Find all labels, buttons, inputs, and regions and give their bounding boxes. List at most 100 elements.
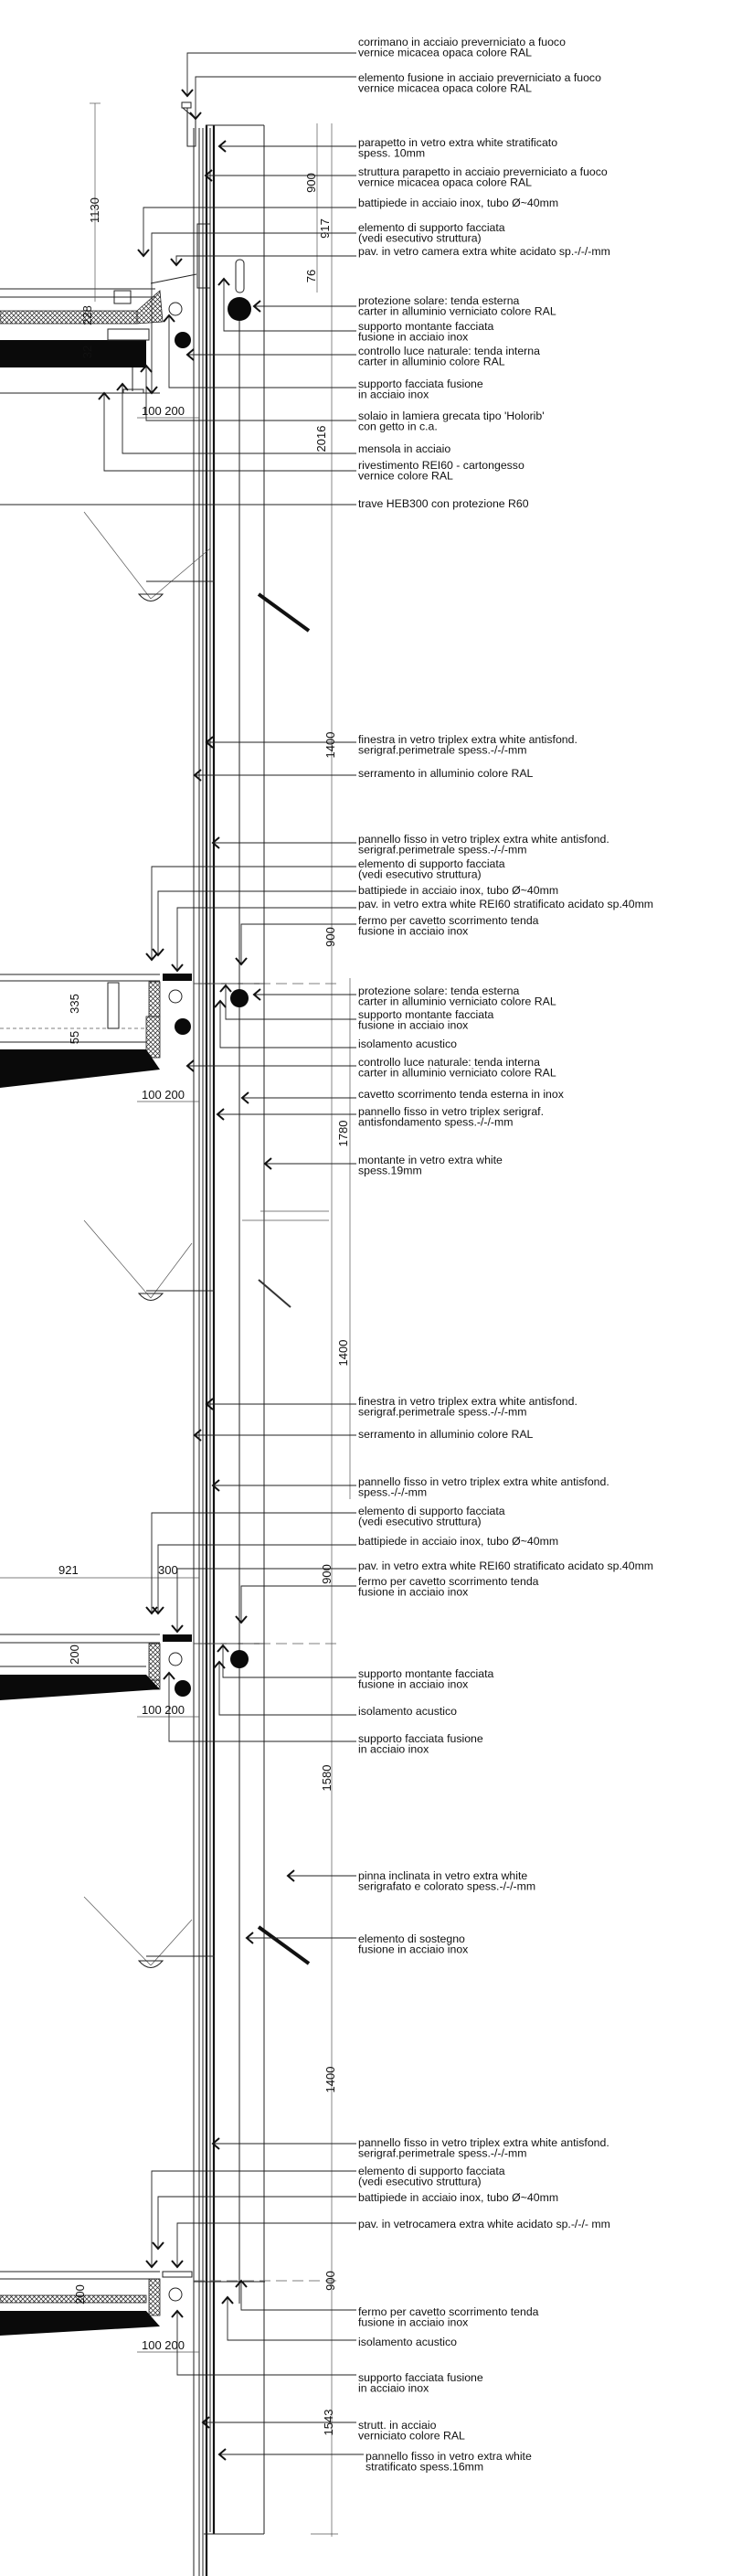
arrow-icon: [204, 169, 213, 182]
callout-label: elemento di supporto facciata(vedi esecu…: [358, 857, 505, 881]
arrow-icon: [171, 2309, 184, 2318]
callout-label: battipiede in acciaio inox, tubo Ø~40mm: [358, 2191, 558, 2204]
callout-label-line: finestra in vetro triplex extra white an…: [358, 1395, 577, 1408]
dimension-value: 900: [323, 927, 337, 947]
callout-label-line: in acciaio inox: [358, 2382, 429, 2395]
leader-line: [151, 1512, 356, 1613]
inclined-glass-fins: [242, 592, 329, 1965]
arrow-icon: [145, 386, 158, 395]
leader-line: [157, 2196, 356, 2249]
callout-label-line: controllo luce naturale: tenda interna: [358, 1056, 540, 1069]
arrow-icon: [137, 249, 150, 258]
arrow-icon: [193, 769, 202, 782]
callout-label: pav. in vetro extra white REI60 stratifi…: [358, 1559, 653, 1572]
leader-line: [240, 923, 356, 964]
callout-label: cavetto scorrimento tenda esterna in ino…: [358, 1088, 565, 1101]
callout-label-line: fusione in acciaio inox: [358, 331, 469, 344]
dimension-value: 55: [68, 1031, 81, 1044]
callout-label: fermo per cavetto scorrimento tendafusio…: [358, 1575, 539, 1599]
callout-label: serramento in alluminio colore RAL: [358, 767, 534, 780]
dimension-value: 335: [68, 994, 81, 1014]
arrow-icon: [98, 391, 111, 400]
callout-label: fermo per cavetto scorrimento tendafusio…: [358, 2305, 539, 2329]
arrow-icon: [211, 1479, 220, 1492]
callout-label: pav. in vetrocamera extra white acidato …: [358, 2218, 610, 2230]
callout-label-line: strutt. in acciaio: [358, 2419, 437, 2432]
dimension-value: 200: [68, 1645, 81, 1665]
callout-label: pannello fisso in vetro triplex serigraf…: [358, 1105, 544, 1129]
callout-label: mensola in acciaio: [358, 442, 450, 455]
callout-label: fermo per cavetto scorrimento tendafusio…: [358, 914, 539, 938]
arrow-icon: [252, 988, 261, 1001]
callout-label: battipiede in acciaio inox, tubo Ø~40mm: [358, 1535, 558, 1548]
dimension-value: 921: [58, 1563, 79, 1577]
arrow-icon: [152, 2241, 164, 2251]
callout-label-line: battipiede in acciaio inox, tubo Ø~40mm: [358, 884, 558, 897]
leader-line: [176, 2311, 356, 2376]
callout-label: controllo luce naturale: tenda internaca…: [358, 345, 540, 368]
arrow-icon: [185, 348, 195, 361]
leader-line: [157, 890, 356, 955]
callout-label-line: spess.-/-/-mm: [358, 1486, 427, 1499]
dimension-value: 1130: [88, 197, 101, 223]
callout-label-line: serigraf.perimetrale spess.-/-/-mm: [358, 744, 527, 757]
arrow-icon: [145, 953, 158, 962]
arrow-icon: [171, 963, 184, 973]
leader-line: [176, 2222, 356, 2267]
callout-label-line: battipiede in acciaio inox, tubo Ø~40mm: [358, 197, 558, 209]
callout-label-line: supporto facciata fusione: [358, 2371, 483, 2384]
dimension-value: 100 200: [142, 2338, 185, 2352]
leader-line: [145, 366, 356, 421]
callout-label-line: elemento di supporto facciata: [358, 2165, 505, 2177]
callout-label-line: mensola in acciaio: [358, 442, 450, 455]
arrow-icon: [216, 1108, 225, 1121]
arrow-icon: [140, 364, 153, 373]
callout-label: isolamento acustico: [358, 1705, 457, 1718]
callout-label-line: stratificato spess.16mm: [366, 2461, 483, 2474]
arrow-icon: [240, 1091, 249, 1104]
callout-label-line: protezione solare: tenda esterna: [358, 294, 520, 307]
callout-label-line: antisfondamento spess.-/-/-mm: [358, 1116, 514, 1129]
callout-label-line: (vedi esecutivo struttura): [358, 2176, 482, 2188]
callout-label-line: isolamento acustico: [358, 1705, 457, 1718]
callout-label-line: fermo per cavetto scorrimento tenda: [358, 1575, 539, 1588]
callout-label: isolamento acustico: [358, 2336, 457, 2348]
leader-line: [168, 315, 356, 389]
arrow-icon: [211, 2137, 220, 2150]
arrow-icon: [189, 112, 202, 121]
callout-label-line: carter in alluminio verniciato colore RA…: [358, 305, 556, 318]
arrow-icon: [211, 836, 220, 849]
arrow-icon: [205, 1398, 214, 1410]
arrow-icon: [286, 1869, 295, 1882]
leader-line: [240, 2281, 356, 2311]
callout-label: struttura parapetto in acciaio prevernic…: [358, 165, 608, 189]
arrow-icon: [171, 1624, 184, 1634]
callout-label-line: (vedi esecutivo struttura): [358, 868, 482, 881]
callout-label-line: elemento di supporto facciata: [358, 857, 505, 870]
arrow-icon: [152, 1606, 164, 1615]
callout-label-line: (vedi esecutivo struttura): [358, 1516, 482, 1528]
callout-label-line: elemento di supporto facciata: [358, 1505, 505, 1517]
callout-label-line: protezione solare: tenda esterna: [358, 985, 520, 997]
arrow-icon: [171, 2260, 184, 2269]
callout-label-line: rivestimento REI60 - cartongesso: [358, 459, 524, 472]
callout-label-line: fermo per cavetto scorrimento tenda: [358, 2305, 539, 2318]
callout-label-line: fusione in acciaio inox: [358, 2316, 469, 2329]
callout-label-line: carter in alluminio verniciato colore RA…: [358, 1067, 556, 1080]
callout-label-line: fusione in acciaio inox: [358, 1678, 469, 1691]
callout-label-line: serramento in alluminio colore RAL: [358, 767, 534, 780]
dimension-value: 100 200: [142, 1703, 185, 1717]
leader-line: [219, 1001, 356, 1048]
arrow-icon: [245, 1932, 254, 1944]
callout-label-line: con getto in c.a.: [358, 420, 438, 433]
dimension-value: 1400: [323, 732, 337, 759]
callout-label-line: serigraf.perimetrale spess.-/-/-mm: [358, 2147, 527, 2160]
callout-label-line: carter in alluminio colore RAL: [358, 356, 505, 368]
